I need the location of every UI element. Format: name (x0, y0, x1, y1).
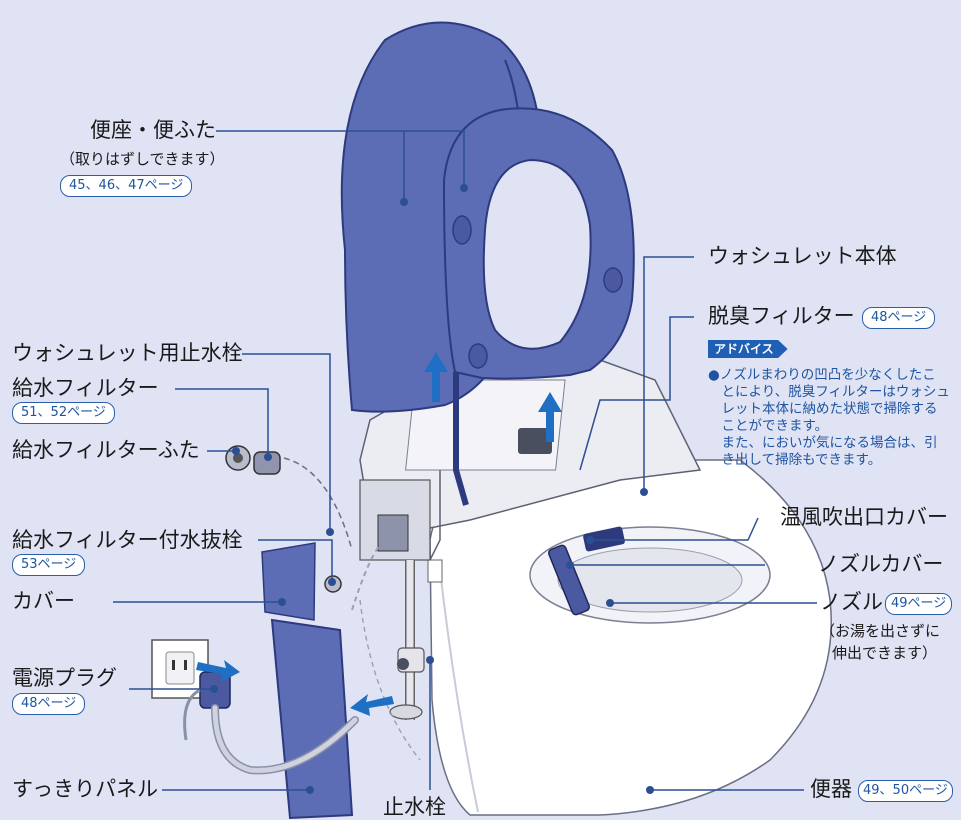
advice-line: とにより、脱臭フィルターはウォシュ (708, 384, 950, 400)
label-panel: すっきりパネル (12, 777, 159, 801)
leader-dots (210, 184, 654, 794)
water-filter-parts (225, 445, 353, 551)
pages-drain-plug[interactable]: 53ページ (12, 554, 86, 576)
up-arrow-icon (424, 352, 562, 442)
advice-line: き出して掃除もできます。 (708, 452, 882, 468)
label-power-plug: 電源プラグ (12, 666, 117, 690)
label-bowl: 便器 (810, 777, 852, 801)
label-seat-lid: 便座・便ふた (90, 118, 216, 142)
pages-seat-lid[interactable]: 45、46、47ページ (60, 175, 193, 197)
label-cover: カバー (12, 589, 75, 613)
label-water-filter: 給水フィルター (12, 376, 159, 400)
panel (270, 618, 354, 820)
label-warm-air-cover: 温風吹出口カバー (780, 505, 948, 529)
label-nozzle-note-2: 伸出できます） (832, 644, 938, 662)
pages-bowl[interactable]: 49、50ページ (858, 780, 953, 802)
label-deodorant-filter: 脱臭フィルター (708, 304, 855, 328)
advice-text: ●ノズルまわりの凹凸を少なくしたこ とにより、脱臭フィルターはウォシュ レット本… (708, 367, 961, 469)
pages-power-plug[interactable]: 48ページ (12, 693, 86, 715)
advice-line: ●ノズルまわりの凹凸を少なくしたこ (708, 367, 936, 383)
advice-tag: アドバイス (708, 340, 788, 358)
advice-line: レット本体に納めた状態で掃除する (708, 401, 938, 417)
control-buttons (427, 559, 443, 583)
label-nozzle: ノズル (820, 590, 883, 614)
nozzle (548, 544, 590, 616)
cover (261, 542, 316, 621)
label-washlet-body: ウォシュレット本体 (708, 244, 897, 268)
left-arrow-icon (350, 694, 394, 716)
pages-nozzle[interactable]: 49ページ (885, 593, 953, 615)
label-seat-lid-note: （取りはずしできます） (60, 150, 225, 168)
pages-water-filter[interactable]: 51、52ページ (12, 402, 115, 424)
label-stopcock: 止水栓 (383, 795, 446, 819)
label-washlet-stopcock: ウォシュレット用止水栓 (12, 341, 243, 365)
advice-line: また、においが気になる場合は、引 (708, 435, 938, 451)
label-nozzle-cover: ノズルカバー (818, 552, 944, 576)
label-drain-plug: 給水フィルター付水抜栓 (12, 528, 243, 552)
pages-deodorant-filter[interactable]: 48ページ (862, 307, 936, 329)
advice-line: ことができます。 (708, 418, 829, 434)
label-nozzle-note-1: （お湯を出さずに (820, 622, 941, 640)
right-arrow-icon (196, 660, 240, 682)
label-water-filter-cap: 給水フィルターふた (12, 438, 200, 462)
